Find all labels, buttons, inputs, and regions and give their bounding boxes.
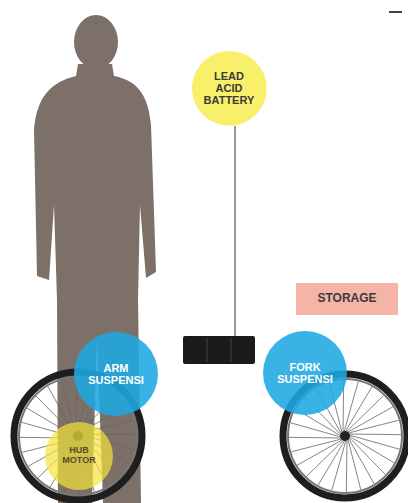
- hub: [340, 431, 350, 441]
- spoke: [346, 395, 384, 432]
- spoke: [318, 440, 345, 485]
- callout-circle: ARM SUSPENSI: [74, 332, 158, 416]
- spoke: [289, 437, 342, 439]
- spoke: [297, 439, 343, 465]
- spoke: [346, 439, 348, 492]
- callout-label: ARM SUSPENSI: [81, 362, 151, 386]
- callout-circle: HUB MOTOR: [45, 422, 113, 490]
- spoke: [344, 382, 358, 433]
- callout-label: STORAGE: [317, 292, 376, 305]
- corner-mark: [389, 11, 402, 13]
- leader-line: [235, 126, 236, 340]
- spoke: [348, 438, 374, 484]
- spoke: [291, 423, 342, 437]
- spoke: [348, 434, 401, 436]
- spoke: [348, 439, 361, 490]
- callout-circle: FORK SUSPENSI: [263, 331, 347, 415]
- bicycle-wheels: [14, 372, 407, 500]
- spoke: [349, 435, 400, 449]
- spoke: [349, 436, 394, 463]
- battery-pack: [183, 336, 255, 364]
- spoke: [332, 440, 346, 491]
- spoke: [291, 439, 342, 452]
- spoke: [347, 407, 393, 433]
- spoke: [345, 387, 372, 432]
- person-silhouette: [34, 15, 156, 503]
- callout-label: FORK SUSPENSI: [270, 361, 340, 385]
- spoke: [348, 420, 399, 433]
- spoke: [349, 437, 386, 475]
- callout-label: HUB MOTOR: [57, 446, 101, 466]
- callout-label: LEAD ACID BATTERY: [201, 70, 257, 106]
- spoke: [306, 440, 344, 477]
- callout-box: STORAGE: [296, 283, 398, 315]
- callout-circle: LEAD ACID BATTERY: [192, 51, 267, 126]
